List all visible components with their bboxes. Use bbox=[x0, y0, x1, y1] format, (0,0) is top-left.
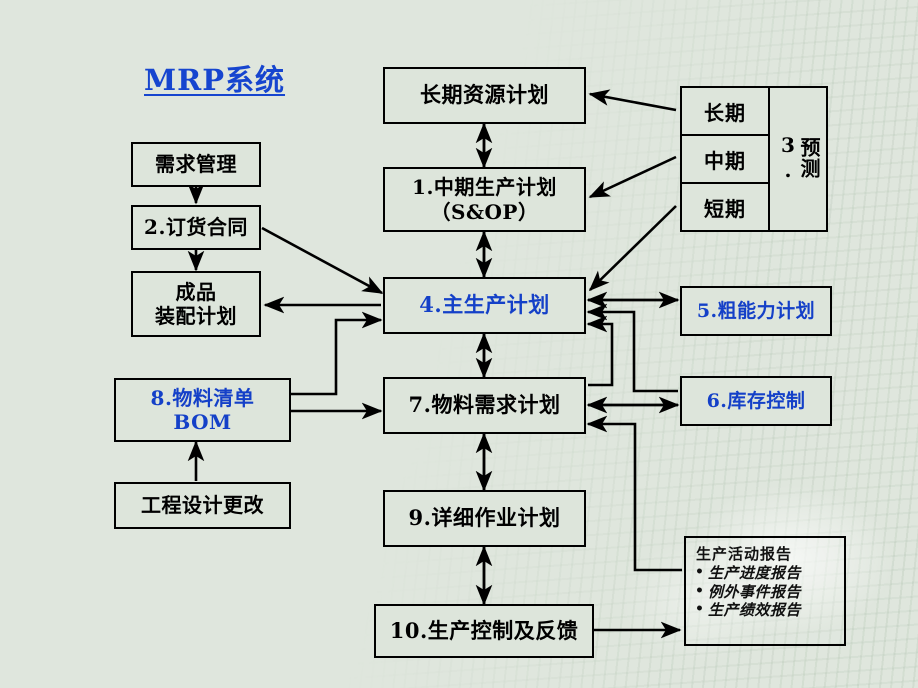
forecast-term-mid[interactable]: 中期 bbox=[682, 136, 768, 184]
report-title: 生产活动报告 bbox=[696, 545, 793, 563]
box-mps-label: 4.主生产计划 bbox=[419, 292, 550, 318]
forecast-label: 3. 预测 bbox=[770, 88, 826, 230]
box-bill-of-materials[interactable]: 8.物料清单 BOM bbox=[114, 378, 291, 442]
report-item: 生产进度报告 bbox=[694, 564, 838, 583]
box-demand-management-label: 需求管理 bbox=[155, 151, 237, 176]
arrow-forecast-mid-to-mtpp bbox=[588, 155, 677, 199]
box-rcp-label: 5.粗能力计划 bbox=[696, 299, 816, 322]
box-bom-line1: 8.物料清单 bbox=[150, 385, 255, 410]
arrow-mrp-to-master-loop bbox=[586, 315, 614, 387]
page-title: MRP系统 bbox=[144, 63, 286, 97]
box-fg-assembly-line1: 成品 bbox=[175, 279, 217, 304]
forecast-label-number: 3. bbox=[776, 133, 800, 183]
report-item: 例外事件报告 bbox=[694, 583, 838, 602]
arrow-report-to-mrp bbox=[586, 415, 682, 572]
box-demand-management[interactable]: 需求管理 bbox=[131, 142, 261, 187]
box-production-activity-report[interactable]: 生产活动报告 生产进度报告 例外事件报告 生产绩效报告 bbox=[684, 536, 846, 646]
box-mrp-label: 7.物料需求计划 bbox=[408, 392, 561, 418]
box-fg-assembly-line2: 装配计划 bbox=[155, 304, 237, 328]
box-engineering-change-label: 工程设计更改 bbox=[141, 492, 264, 517]
box-mtpp-line1: 1.中期生产计划 bbox=[412, 175, 557, 200]
box-detailed-label: 9.详细作业计划 bbox=[408, 505, 561, 531]
box-finished-goods-assembly-plan[interactable]: 成品 装配计划 bbox=[131, 271, 261, 337]
box-production-control-feedback[interactable]: 10.生产控制及反馈 bbox=[374, 604, 594, 658]
forecast-label-text: 预测 bbox=[797, 137, 821, 179]
box-inventory-control[interactable]: 6.库存控制 bbox=[680, 376, 832, 426]
arrow-bom-to-master bbox=[291, 311, 383, 396]
box-master-production-schedule[interactable]: 4.主生产计划 bbox=[383, 277, 586, 334]
box-material-requirements-plan[interactable]: 7.物料需求计划 bbox=[383, 377, 586, 434]
box-rough-cut-capacity-plan[interactable]: 5.粗能力计划 bbox=[680, 286, 832, 336]
box-engineering-change[interactable]: 工程设计更改 bbox=[114, 482, 291, 529]
arrow-forecast-long-to-ltrp bbox=[588, 89, 677, 112]
box-order-contract-label: 2.订货合同 bbox=[144, 214, 248, 239]
forecast-term-short[interactable]: 短期 bbox=[704, 196, 746, 221]
report-item-list: 生产进度报告 例外事件报告 生产绩效报告 bbox=[694, 564, 838, 620]
arrow-forecast-short-to-master bbox=[588, 205, 677, 292]
box-mtpp-line2: （S&OP） bbox=[430, 199, 539, 224]
arrow-inventory-to-master bbox=[586, 303, 678, 393]
box-detailed-operation-schedule[interactable]: 9.详细作业计划 bbox=[383, 490, 586, 547]
box-long-term-resource-plan[interactable]: 长期资源计划 bbox=[383, 67, 586, 124]
box-control-label: 10.生产控制及反馈 bbox=[389, 617, 579, 643]
box-ltrp-label: 长期资源计划 bbox=[420, 82, 549, 108]
forecast-term-long[interactable]: 长期 bbox=[682, 88, 768, 136]
box-bom-line2: BOM bbox=[173, 410, 232, 434]
report-item: 生产绩效报告 bbox=[694, 601, 838, 620]
box-order-contract[interactable]: 2.订货合同 bbox=[131, 205, 261, 250]
box-mid-term-production-plan[interactable]: 1.中期生产计划 （S&OP） bbox=[383, 167, 586, 232]
box-forecast-group[interactable]: 长期 中期 短期 3. 预测 bbox=[680, 86, 828, 232]
arrow-order-to-master bbox=[261, 226, 384, 295]
forecast-term-list: 长期 中期 短期 bbox=[682, 88, 770, 230]
box-inventory-label: 6.库存控制 bbox=[706, 389, 806, 412]
